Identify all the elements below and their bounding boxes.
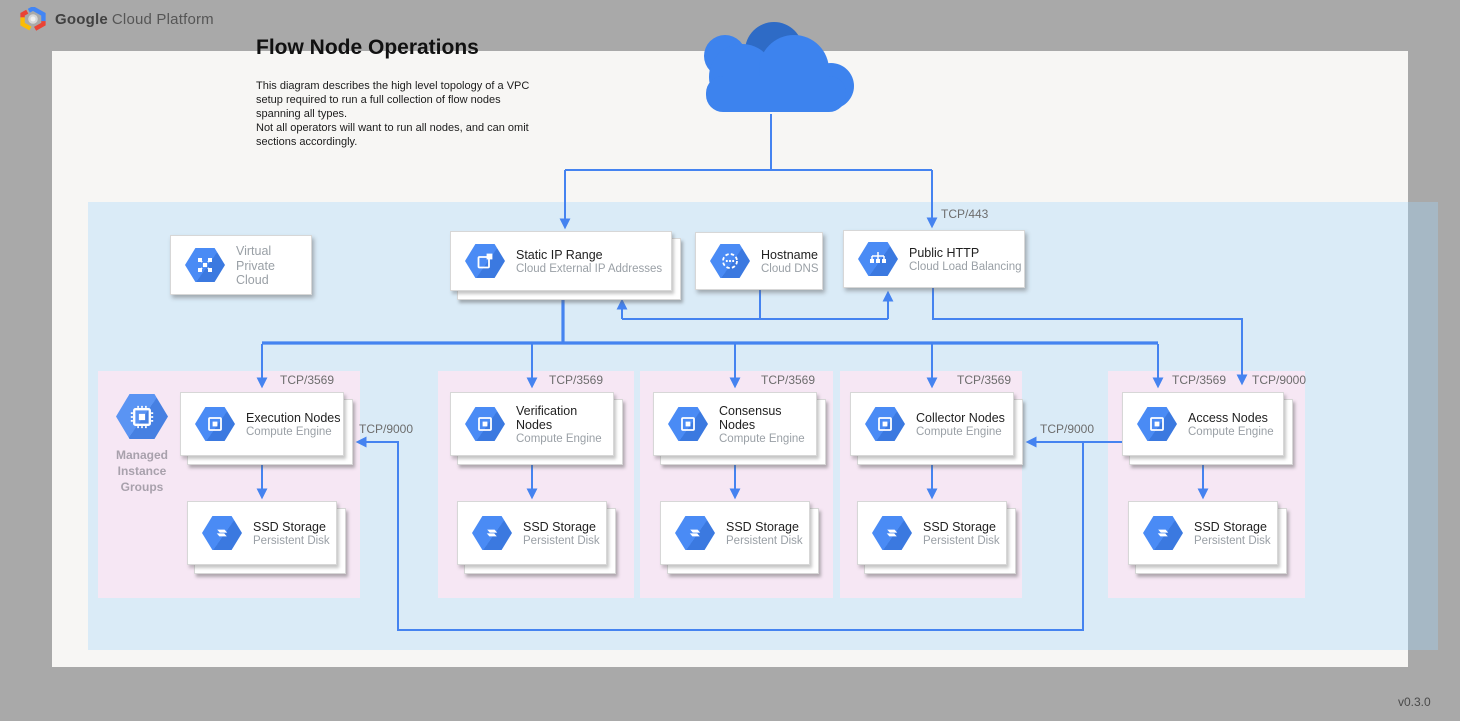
static-ip-range-card: Static IP Range Cloud External IP Addres… [450,231,681,300]
persistent-disk-icon [675,516,715,550]
label-tcp443: TCP/443 [941,207,989,221]
card-title: Static IP Range [516,247,603,262]
card-subtitle: Cloud External IP Addresses [516,262,663,275]
access-nodes-card: Access Nodes Compute Engine [1122,392,1293,465]
card-subtitle: Compute Engine [1188,425,1274,438]
consensus-ssd-card: SSD Storage Persistent Disk [660,501,819,574]
card-subtitle: Persistent Disk [523,534,600,547]
persistent-disk-icon [872,516,912,550]
card-subtitle: Persistent Disk [1194,534,1271,547]
description-line-2: Not all operators will want to run all n… [256,122,529,148]
persistent-disk-icon [472,516,512,550]
execution-ssd-card: SSD Storage Persistent Disk [187,501,346,574]
card-subtitle: Persistent Disk [253,534,330,547]
label-consensus-3569: TCP/3569 [761,373,816,387]
cloud-dns-icon [710,244,750,278]
label-access-9000: TCP/9000 [1252,373,1307,387]
page-title: Flow Node Operations [256,36,479,59]
card-title: SSD Storage [523,519,596,534]
brand-google: Google [55,10,108,28]
card-subtitle: Compute Engine [916,425,1002,438]
vpc-card-line1: Virtual [236,243,272,258]
execution-nodes-card: Execution Nodes Compute Engine [180,392,353,465]
load-balancing-icon [858,242,898,276]
collector-ssd-card: SSD Storage Persistent Disk [857,501,1016,574]
label-collector-9000: TCP/9000 [1040,422,1095,436]
internet-cloud-icon [704,22,854,112]
label-access-3569: TCP/3569 [1172,373,1227,387]
card-subtitle: Compute Engine [516,432,602,445]
compute-engine-icon [465,407,505,441]
mig-label-line1: Managed [115,448,168,462]
card-title: Access Nodes [1188,410,1268,425]
card-subtitle: Cloud Load Balancing [909,260,1022,273]
brand-cloud-platform: Cloud Platform [111,10,214,28]
card-subtitle: Persistent Disk [923,534,1000,547]
card-title: Consensus Nodes [719,403,782,432]
card-title: Collector Nodes [916,410,1005,425]
card-title: SSD Storage [1194,519,1267,534]
managed-instance-groups-label: Managed Instance Groups [116,447,168,495]
mig-label-line2: Instance [117,464,167,478]
vpc-card-line2: Private Cloud [236,258,275,287]
card-subtitle: Cloud DNS [761,262,819,275]
label-collector-3569: TCP/3569 [957,373,1012,387]
card-title: SSD Storage [923,519,996,534]
virtual-private-cloud-card: Virtual Private Cloud [170,235,312,295]
managed-instance-groups: Managed Instance Groups [96,394,188,495]
hostname-card: Hostname Cloud DNS [695,232,823,290]
card-subtitle: Persistent Disk [726,534,803,547]
version-label: v0.3.0 [1398,695,1431,709]
persistent-disk-icon [1143,516,1183,550]
persistent-disk-icon [202,516,242,550]
consensus-nodes-card: Consensus Nodes Compute Engine [653,392,826,465]
card-subtitle: Compute Engine [246,425,332,438]
card-subtitle: Compute Engine [719,432,805,445]
access-ssd-card: SSD Storage Persistent Disk [1128,501,1287,574]
compute-engine-icon [668,407,708,441]
label-verification-3569: TCP/3569 [549,373,604,387]
verification-nodes-card: Verification Nodes Compute Engine [450,392,623,465]
label-execution-3569: TCP/3569 [280,373,335,387]
compute-engine-icon [865,407,905,441]
card-title: SSD Storage [726,519,799,534]
card-title: Verification Nodes [516,403,578,432]
card-title: SSD Storage [253,519,326,534]
compute-engine-icon [1137,407,1177,441]
card-title: Public HTTP [909,245,980,260]
mig-label-line3: Groups [120,480,164,494]
card-title: Hostname [761,247,818,262]
collector-nodes-card: Collector Nodes Compute Engine [850,392,1023,465]
card-title: Execution Nodes [246,410,341,425]
gcp-logo-icon [20,7,46,31]
public-http-card: Public HTTP Cloud Load Balancing [843,230,1025,288]
compute-engine-icon [195,407,235,441]
description: This diagram describes the high level to… [256,79,534,149]
external-ip-icon [465,244,505,278]
verification-ssd-card: SSD Storage Persistent Disk [457,501,616,574]
managed-instance-groups-icon [116,394,168,439]
description-line-1: This diagram describes the high level to… [256,80,530,120]
vpc-icon [185,248,225,282]
label-execution-9000: TCP/9000 [359,422,414,436]
